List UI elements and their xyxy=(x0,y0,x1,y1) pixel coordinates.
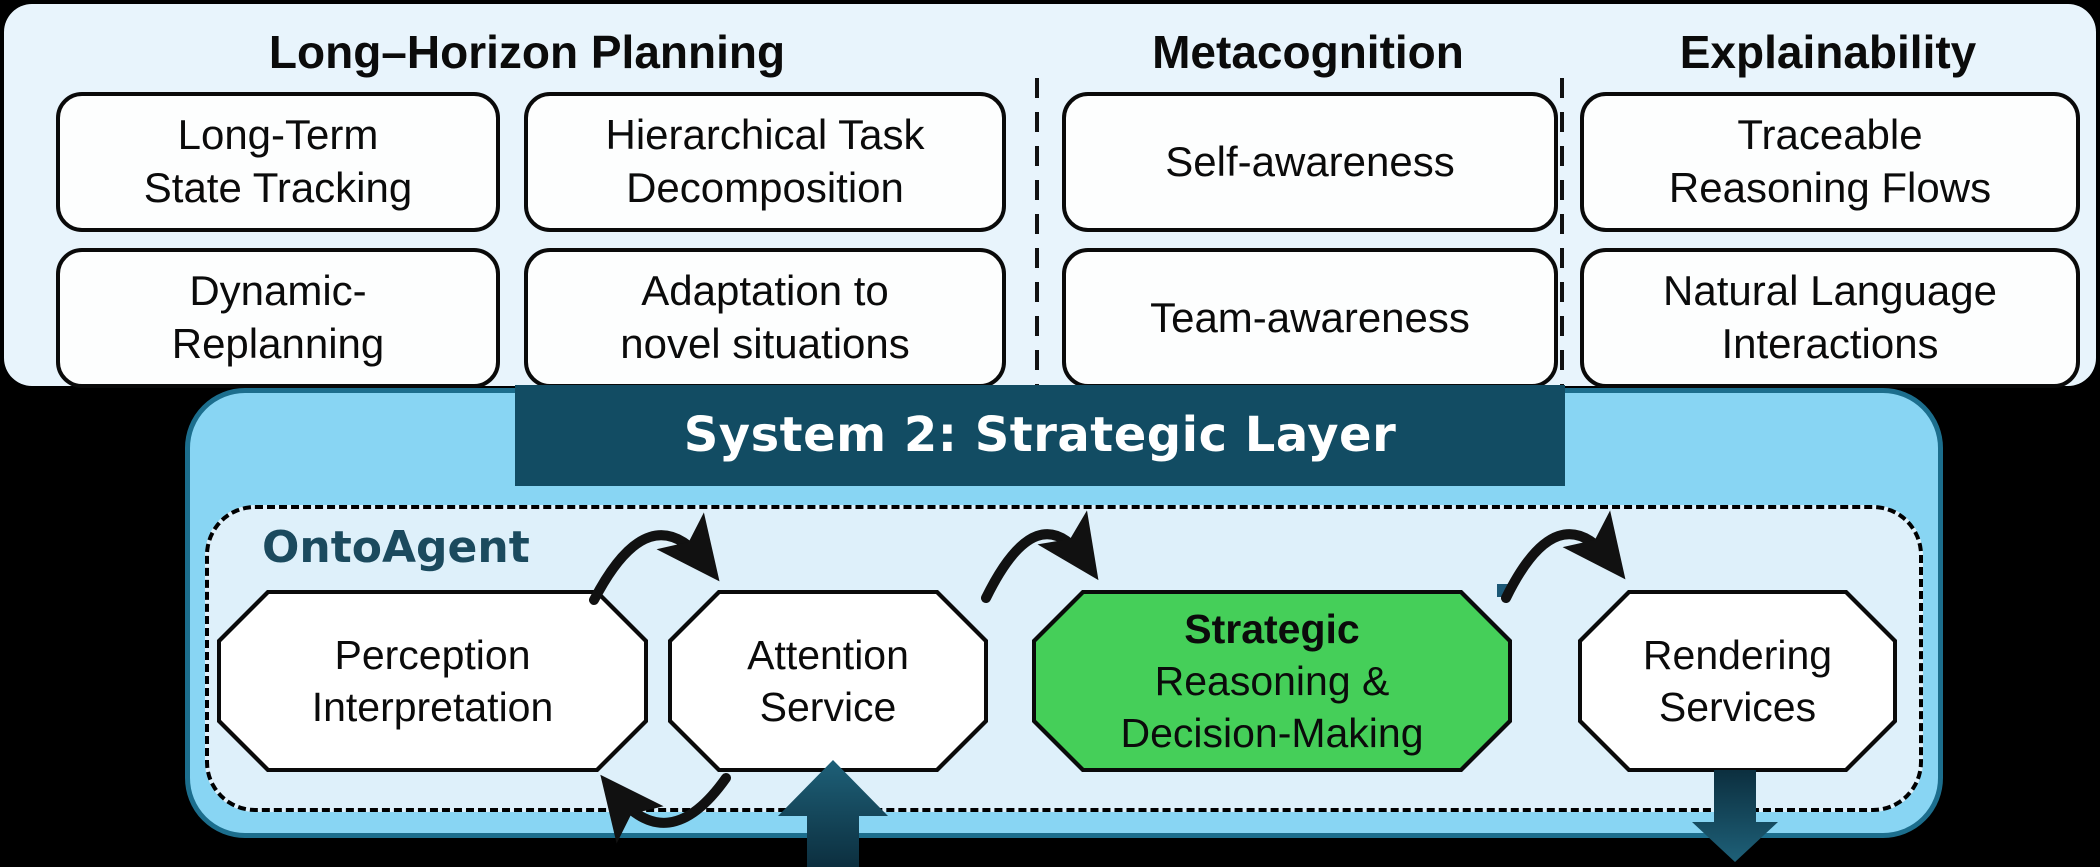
section-divider xyxy=(1560,78,1564,390)
node-line: Services xyxy=(1658,684,1817,730)
capabilities-panel: Long–Horizon Planning Metacognition Expl… xyxy=(4,4,2096,390)
capability-box-adaptation-novel-situations: Adaptation to novel situations xyxy=(524,248,1006,388)
capability-box-hierarchical-task-decomposition: Hierarchical Task Decomposition xyxy=(524,92,1006,232)
box-line: Hierarchical Task xyxy=(605,111,925,159)
node-body: Rendering Services xyxy=(1582,594,1893,768)
node-body: Strategic Reasoning & Decision-Making xyxy=(1036,594,1508,768)
section-divider xyxy=(1035,78,1039,390)
node-line: Strategic xyxy=(1184,605,1360,652)
ontoagent-label: OntoAgent xyxy=(262,522,530,573)
node-strategic-reasoning-decision-making: Strategic Reasoning & Decision-Making xyxy=(1032,590,1512,772)
capability-box-dynamic-replanning: Dynamic- Replanning xyxy=(56,248,500,388)
section-title-metacognition: Metacognition xyxy=(1152,26,1464,78)
node-line: Decision-Making xyxy=(1120,710,1424,757)
node-line: Rendering xyxy=(1642,631,1833,678)
box-line: Adaptation to xyxy=(641,267,889,315)
node-line: Attention xyxy=(747,631,909,678)
box-line: Replanning xyxy=(171,320,385,367)
selection-handle-artifact xyxy=(1497,584,1510,597)
box-line: Interactions xyxy=(1721,320,1939,367)
capability-box-natural-language-interactions: Natural Language Interactions xyxy=(1580,248,2080,388)
capability-box-team-awareness: Team-awareness xyxy=(1062,248,1558,388)
strategic-layer-banner: System 2: Strategic Layer xyxy=(515,385,1565,486)
box-line: Decomposition xyxy=(626,164,904,211)
section-title-explainability: Explainability xyxy=(1679,26,1977,78)
box-line: Reasoning Flows xyxy=(1668,164,1992,211)
box-line: Natural Language xyxy=(1663,267,1997,315)
node-perception-interpretation: Perception Interpretation xyxy=(217,590,648,772)
capability-box-self-awareness: Self-awareness xyxy=(1062,92,1558,232)
box-line: Dynamic- xyxy=(189,267,367,315)
node-line: Perception xyxy=(334,631,531,678)
node-line: Interpretation xyxy=(311,684,554,730)
node-line: Service xyxy=(759,684,897,730)
capability-box-long-term-state-tracking: Long-Term State Tracking xyxy=(56,92,500,232)
box-line: Long-Term xyxy=(177,111,379,159)
box-line: State Tracking xyxy=(143,164,413,211)
box-line: novel situations xyxy=(620,320,910,367)
node-attention-service: Attention Service xyxy=(668,590,988,772)
node-rendering-services: Rendering Services xyxy=(1578,590,1897,772)
node-body: Attention Service xyxy=(672,594,984,768)
box-line: Traceable xyxy=(1737,111,1923,159)
box-line: Team-awareness xyxy=(1150,293,1470,341)
capability-box-traceable-reasoning-flows: Traceable Reasoning Flows xyxy=(1580,92,2080,232)
box-line: Self-awareness xyxy=(1165,137,1455,185)
node-line: Reasoning & xyxy=(1154,657,1390,704)
section-title-long-horizon-planning: Long–Horizon Planning xyxy=(268,26,786,78)
node-body: Perception Interpretation xyxy=(221,594,644,768)
